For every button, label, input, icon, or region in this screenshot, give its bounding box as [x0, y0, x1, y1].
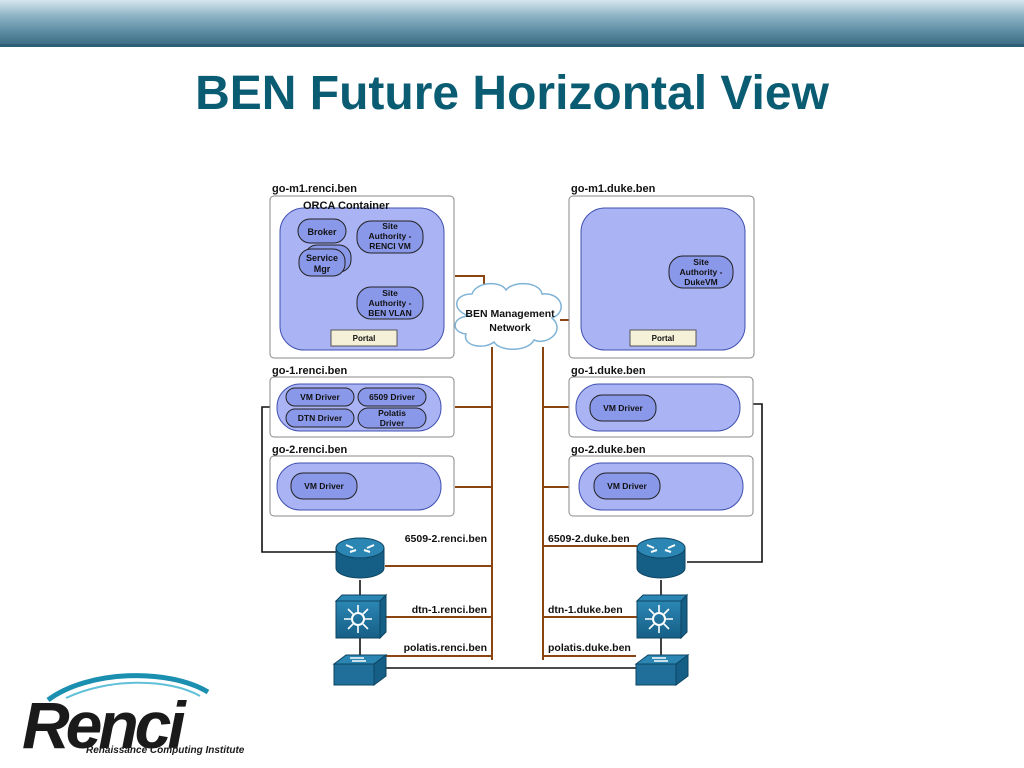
host-label: go-2.renci.ben — [272, 444, 347, 456]
network-label-1: BEN Management — [465, 308, 555, 320]
container-label: ORCA Container — [303, 200, 390, 212]
renci-logo: Renci Renaissance Computing Institute — [22, 673, 245, 762]
vm-driver-label: VM Driver — [300, 392, 340, 402]
logo-swoosh — [46, 673, 210, 703]
logo-swoosh-inner — [65, 681, 201, 699]
logo-wordmark: Renci — [22, 688, 187, 762]
vm-driver-label: VM Driver — [607, 481, 647, 491]
service-mgr-label-2: Mgr — [314, 264, 331, 274]
link-renci-6509-go1 — [261, 406, 336, 553]
sa-duke-label-2: Authority - — [680, 267, 723, 277]
host-label: go-1.duke.ben — [571, 365, 646, 377]
host-renci-m1: go-m1.renci.ben ORCA Container Broker Se… — [269, 183, 455, 359]
renci-dtn-switch-icon — [334, 593, 388, 640]
host-label: go-m1.duke.ben — [571, 183, 656, 195]
duke-polatis-switch-icon — [634, 654, 690, 686]
cloud-shape — [454, 282, 562, 350]
host-duke-go1: go-1.duke.ben VM Driver — [568, 365, 754, 438]
data-links — [261, 403, 763, 669]
vm-driver-component — [589, 394, 657, 422]
header-banner — [0, 0, 1024, 44]
host-label: go-m1.renci.ben — [272, 183, 357, 195]
portal-box — [330, 329, 398, 347]
renci-dtn-label: dtn-1.renci.ben — [412, 604, 487, 616]
sa-duke-label-1: Site — [693, 257, 709, 267]
host-duke-go2: go-2.duke.ben VM Driver — [568, 444, 754, 517]
dtn-driver-label: DTN Driver — [298, 413, 343, 423]
renci-router-icon — [335, 537, 385, 579]
host-label: go-1.renci.ben — [272, 365, 347, 377]
sa-renci-label-3: RENCI VM — [369, 241, 411, 251]
vm-driver-component — [593, 472, 661, 500]
vm-driver-label: VM Driver — [603, 403, 643, 413]
sa-renci-label-2: Authority - — [369, 231, 412, 241]
management-links — [378, 275, 637, 660]
polatis-driver-component — [357, 407, 427, 429]
sa-duke-label-3: DukeVM — [684, 277, 718, 287]
duke-6509-label: 6509-2.duke.ben — [548, 533, 630, 545]
polatis-driver-label-2: Driver — [380, 418, 405, 428]
host-renci-go1: go-1.renci.ben VM Driver 6509 Driver DTN… — [269, 365, 455, 438]
duke-dtn-switch-icon — [635, 593, 689, 640]
orca-container — [580, 207, 746, 351]
device-labels: 6509-2.renci.ben 6509-2.duke.ben dtn-1.r… — [404, 533, 631, 654]
renci-6509-label: 6509-2.renci.ben — [405, 533, 487, 545]
vm-driver-component — [290, 472, 358, 500]
renci-polatis-switch-icon — [332, 654, 388, 686]
network-label-2: Network — [489, 322, 531, 334]
driver-6509-label: 6509 Driver — [369, 392, 416, 402]
sa-ben-label-3: BEN VLAN — [368, 308, 411, 318]
sa-renci-vm-component — [356, 220, 424, 254]
host-renci-go2: go-2.renci.ben VM Driver — [269, 444, 455, 517]
sa-renci-label-1: Site — [382, 221, 398, 231]
sa-ben-vlan-component — [356, 286, 424, 320]
duke-polatis-label: polatis.duke.ben — [548, 642, 631, 654]
slide-title: BEN Future Horizontal View — [195, 67, 829, 120]
sa-ben-label-1: Site — [382, 288, 398, 298]
portal-box — [629, 329, 697, 347]
portal-label: Portal — [353, 334, 376, 343]
service-mgr-component — [298, 248, 346, 277]
sa-duke-vm-component — [668, 255, 734, 289]
portal-label: Portal — [652, 334, 675, 343]
broker-component — [297, 218, 347, 244]
ben-management-cloud: BEN Management Network — [454, 282, 562, 350]
broker-label: Broker — [307, 227, 337, 237]
host-label: go-2.duke.ben — [571, 444, 646, 456]
duke-dtn-label: dtn-1.duke.ben — [548, 604, 623, 616]
link-duke-6509-go1 — [687, 403, 763, 563]
logo-subtitle: Renaissance Computing Institute — [86, 745, 245, 756]
sa-ben-label-2: Authority - — [369, 298, 412, 308]
header-divider — [0, 44, 1024, 47]
renci-polatis-label: polatis.renci.ben — [404, 642, 487, 654]
service-mgr-label-1: Service — [306, 253, 338, 263]
host-duke-m1: go-m1.duke.ben Site Authority - DukeVM P… — [568, 183, 755, 359]
duke-router-icon — [636, 537, 686, 579]
vm-driver-label: VM Driver — [304, 481, 344, 491]
vm-driver-component — [285, 387, 355, 407]
driver-6509-component — [357, 387, 427, 407]
polatis-driver-label-1: Polatis — [378, 408, 406, 418]
dtn-driver-component — [285, 408, 355, 428]
